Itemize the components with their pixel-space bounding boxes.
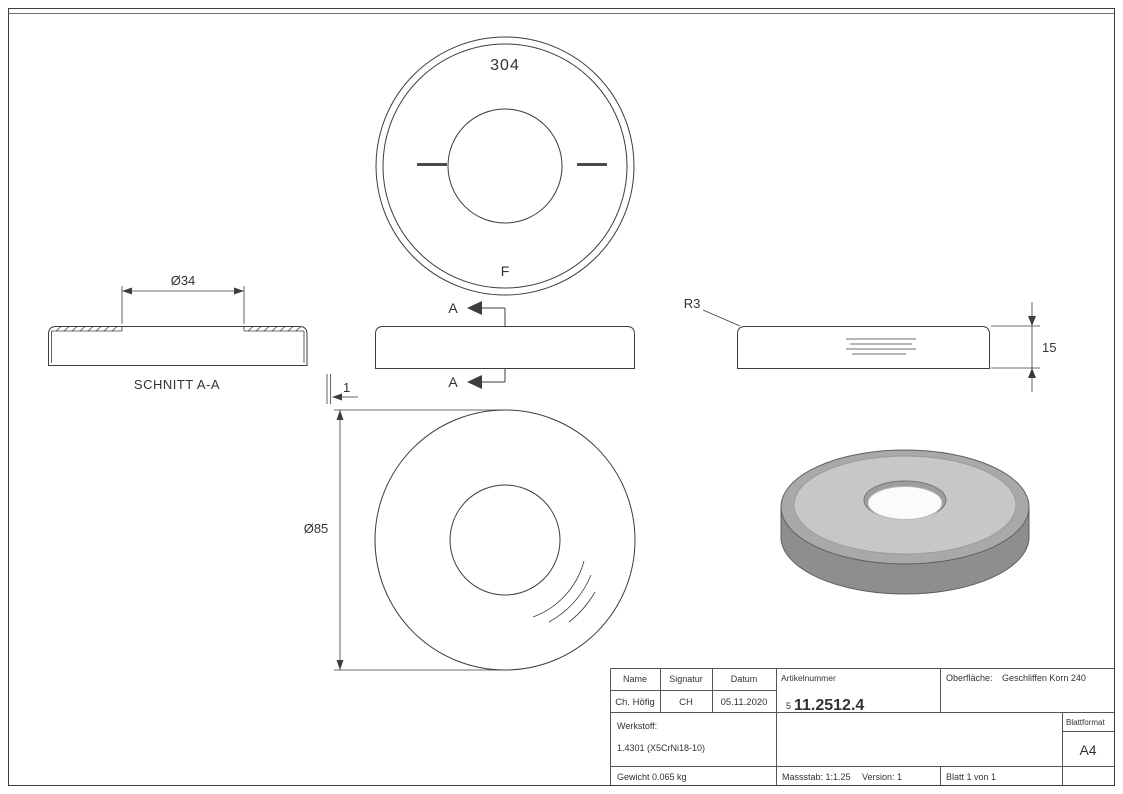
article-number: 11.2512.4 bbox=[794, 697, 864, 714]
article-number-prefix: 5 bbox=[786, 701, 791, 711]
section-arrow-top: A bbox=[448, 300, 506, 326]
iso-hole-opening bbox=[867, 486, 943, 520]
engraving-left-mark bbox=[417, 163, 447, 166]
version-value: Version: 1 bbox=[862, 772, 902, 782]
section-view: Ø34 SCHNITT A-A 1 bbox=[48, 273, 358, 404]
header-signature: Signatur bbox=[669, 674, 703, 684]
dim-label-inner-diameter: Ø34 bbox=[171, 273, 196, 288]
drawing-frame bbox=[8, 8, 1115, 786]
sheet-format-value: A4 bbox=[1079, 742, 1096, 758]
weight-value: Gewicht 0.065 kg bbox=[617, 772, 687, 782]
dim-label-thickness: 1 bbox=[343, 380, 350, 395]
section-view-label: SCHNITT A-A bbox=[134, 377, 220, 392]
author-signature: CH bbox=[679, 697, 693, 708]
surface-label: Oberfläche: bbox=[946, 673, 993, 683]
title-block-grid bbox=[610, 668, 1115, 786]
material-label: Werkstoff: bbox=[617, 721, 657, 731]
dim-label-height: 15 bbox=[1042, 340, 1056, 355]
cut-letter-top: A bbox=[448, 300, 458, 316]
hole-circle-bottom bbox=[449, 484, 561, 596]
top-view: 304 F bbox=[375, 36, 635, 296]
header-name: Name bbox=[623, 674, 647, 684]
section-arrowhead-top bbox=[467, 301, 482, 315]
material-marking: 304 bbox=[490, 57, 520, 74]
dim-corner-radius: R3 bbox=[684, 296, 741, 327]
outer-circle bbox=[375, 36, 635, 296]
scale-value: Massstab: 1:1.25 bbox=[782, 772, 851, 782]
grinding-arcs bbox=[532, 560, 596, 623]
dim-inner-diameter: Ø34 bbox=[121, 273, 245, 324]
front-view: A A bbox=[375, 300, 635, 390]
front-outline bbox=[375, 326, 635, 369]
side-outline bbox=[737, 326, 990, 369]
side-view: R3 15 bbox=[684, 296, 1056, 392]
stamp-letter: F bbox=[501, 263, 510, 279]
hole-circle bbox=[447, 108, 563, 224]
material-value: 1.4301 (X5CrNi18-10) bbox=[617, 743, 705, 753]
grinding-marks bbox=[846, 338, 916, 355]
bottom-view: Ø85 bbox=[304, 409, 636, 671]
drawing-date: 05.11.2020 bbox=[721, 697, 768, 708]
edge-circle bbox=[382, 43, 628, 289]
dim-label-outer-diameter: Ø85 bbox=[304, 521, 329, 536]
engraving-right-mark bbox=[577, 163, 607, 166]
section-arrow-bottom: A bbox=[448, 368, 506, 390]
header-date: Datum bbox=[731, 674, 758, 684]
section-outline bbox=[48, 326, 308, 366]
surface-value: Geschliffen Korn 240 bbox=[1002, 673, 1086, 683]
dim-height: 15 bbox=[991, 302, 1056, 392]
cut-letter-bottom: A bbox=[448, 374, 458, 390]
outer-circle-bottom bbox=[374, 409, 636, 671]
sheet-format-label: Blattformat bbox=[1066, 718, 1105, 727]
author-name: Ch. Höfig bbox=[615, 697, 655, 708]
section-arrowhead-bottom bbox=[467, 375, 482, 389]
sheet-number: Blatt 1 von 1 bbox=[946, 772, 996, 782]
iso-view bbox=[780, 449, 1030, 595]
frame-border bbox=[8, 8, 1115, 786]
radius-leader-line bbox=[702, 309, 741, 327]
section-hatching bbox=[55, 326, 302, 332]
article-number-label: Artikelnummer bbox=[781, 673, 836, 683]
dim-wall-thickness: 1 bbox=[326, 374, 358, 404]
title-block: Name Signatur Datum Ch. Höfig CH 05.11.2… bbox=[610, 668, 1115, 786]
dim-outer-diameter: Ø85 bbox=[304, 409, 505, 671]
dim-label-radius: R3 bbox=[684, 296, 701, 311]
